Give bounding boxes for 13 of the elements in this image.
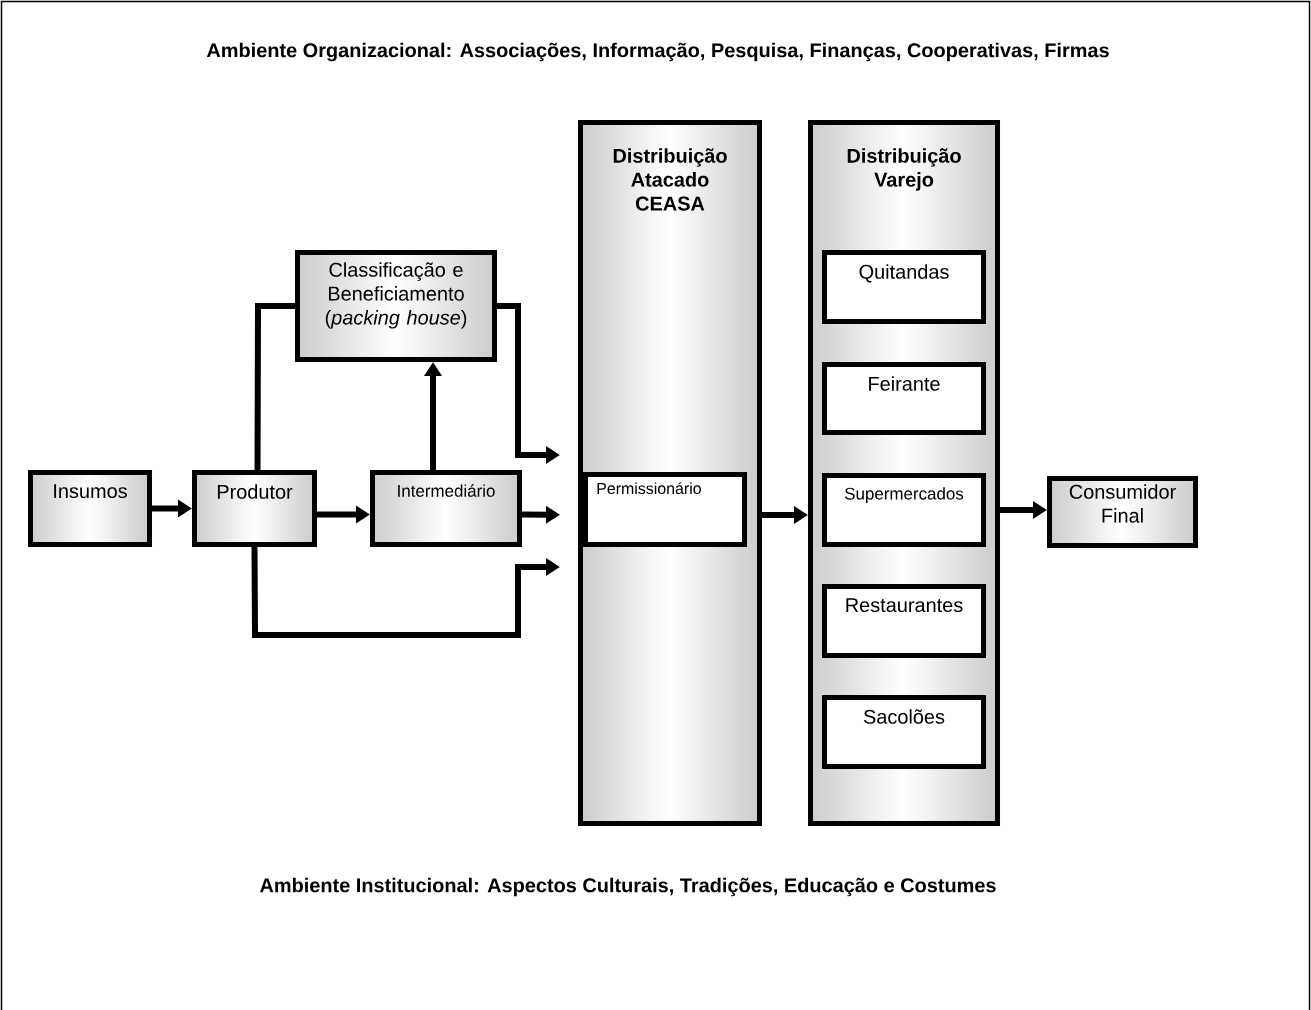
heading: Ambiente Institucional: Aspectos Culturais, Tradições, Educação e Costumes [260,877,996,897]
process-box: Restaurantes [822,584,986,658]
process-box: Classificação e Beneficiamento (packing house) [295,250,497,362]
process-box: Produtor [192,470,317,547]
heading: Ambiente Organizacional: Associações, Informação, Pesquisa, Finanças, Cooperativas, Firmas [206,42,1109,62]
process-box: Permissionário [583,472,747,547]
process-box: Sacolões [822,695,986,769]
process-box: Quitandas [822,250,986,324]
process-box: Consumidor Final [1047,476,1198,548]
process-box: Insumos [28,470,152,547]
process-box: Intermediário [370,470,522,547]
process-box: Feirante [822,362,986,435]
process-box: Supermercados [822,473,986,547]
